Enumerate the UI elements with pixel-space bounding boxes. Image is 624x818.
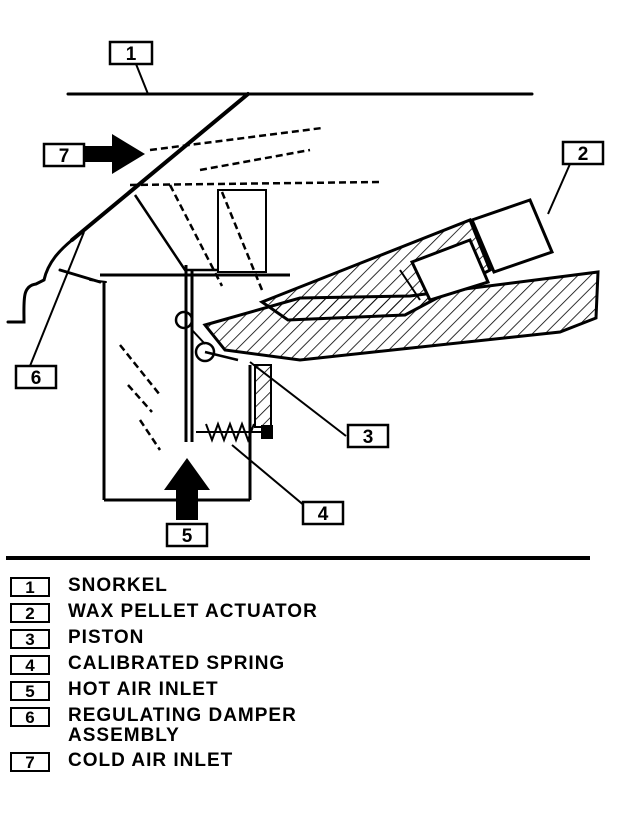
cold-air-arrow [82,134,145,174]
legend-number: 4 [10,655,50,675]
wax-pellet-actuator [399,198,555,302]
legend-label: COLD AIR INLET [68,750,234,771]
air-cleaner-diagram: 1 2 3 4 5 6 7 [6,40,605,548]
callout-1: 1 [108,40,154,66]
legend-number: 7 [10,752,50,772]
callout-3: 3 [346,423,390,449]
snorkel-outline [6,92,534,324]
callout-2: 2 [561,140,605,166]
damper-open-position-ghost [119,126,383,451]
legend-item-calibrated-spring: 4 CALIBRATED SPRING [10,654,610,675]
callout-4: 4 [301,500,345,526]
legend-item-snorkel: 1 SNORKEL [10,576,610,597]
callout-7: 7 [42,142,86,168]
hot-air-arrow [164,458,210,520]
legend-label: HOT AIR INLET [68,679,219,700]
legend: 1 SNORKEL 2 WAX PELLET ACTUATOR 3 PISTON… [10,576,610,777]
legend-item-cold-air-inlet: 7 COLD AIR INLET [10,751,610,772]
legend-item-regulating-damper-assembly: 6 REGULATING DAMPER ASSEMBLY [10,706,610,746]
callout-6: 6 [14,364,58,390]
legend-item-hot-air-inlet: 5 HOT AIR INLET [10,680,610,701]
callout-5: 5 [165,522,209,548]
legend-number: 5 [10,681,50,701]
calibrated-spring [196,421,273,443]
svg-text:6: 6 [31,368,42,389]
legend-label: WAX PELLET ACTUATOR [68,601,318,622]
legend-number: 1 [10,577,50,597]
legend-number: 6 [10,707,50,727]
legend-divider [6,556,590,560]
svg-text:3: 3 [363,427,374,448]
legend-label: CALIBRATED SPRING [68,653,286,674]
legend-number: 2 [10,603,50,623]
legend-item-piston: 3 PISTON [10,628,610,649]
legend-item-wax-pellet-actuator: 2 WAX PELLET ACTUATOR [10,602,610,623]
damper-linkage [174,265,239,442]
legend-label: REGULATING DAMPER ASSEMBLY [68,705,297,746]
svg-text:5: 5 [182,526,193,547]
legend-number: 3 [10,629,50,649]
svg-text:4: 4 [318,504,329,525]
svg-text:1: 1 [126,44,137,65]
legend-label: PISTON [68,627,145,648]
callout-leaders [29,63,571,513]
svg-text:2: 2 [578,144,589,165]
svg-text:7: 7 [59,146,70,167]
legend-label: SNORKEL [68,575,168,596]
